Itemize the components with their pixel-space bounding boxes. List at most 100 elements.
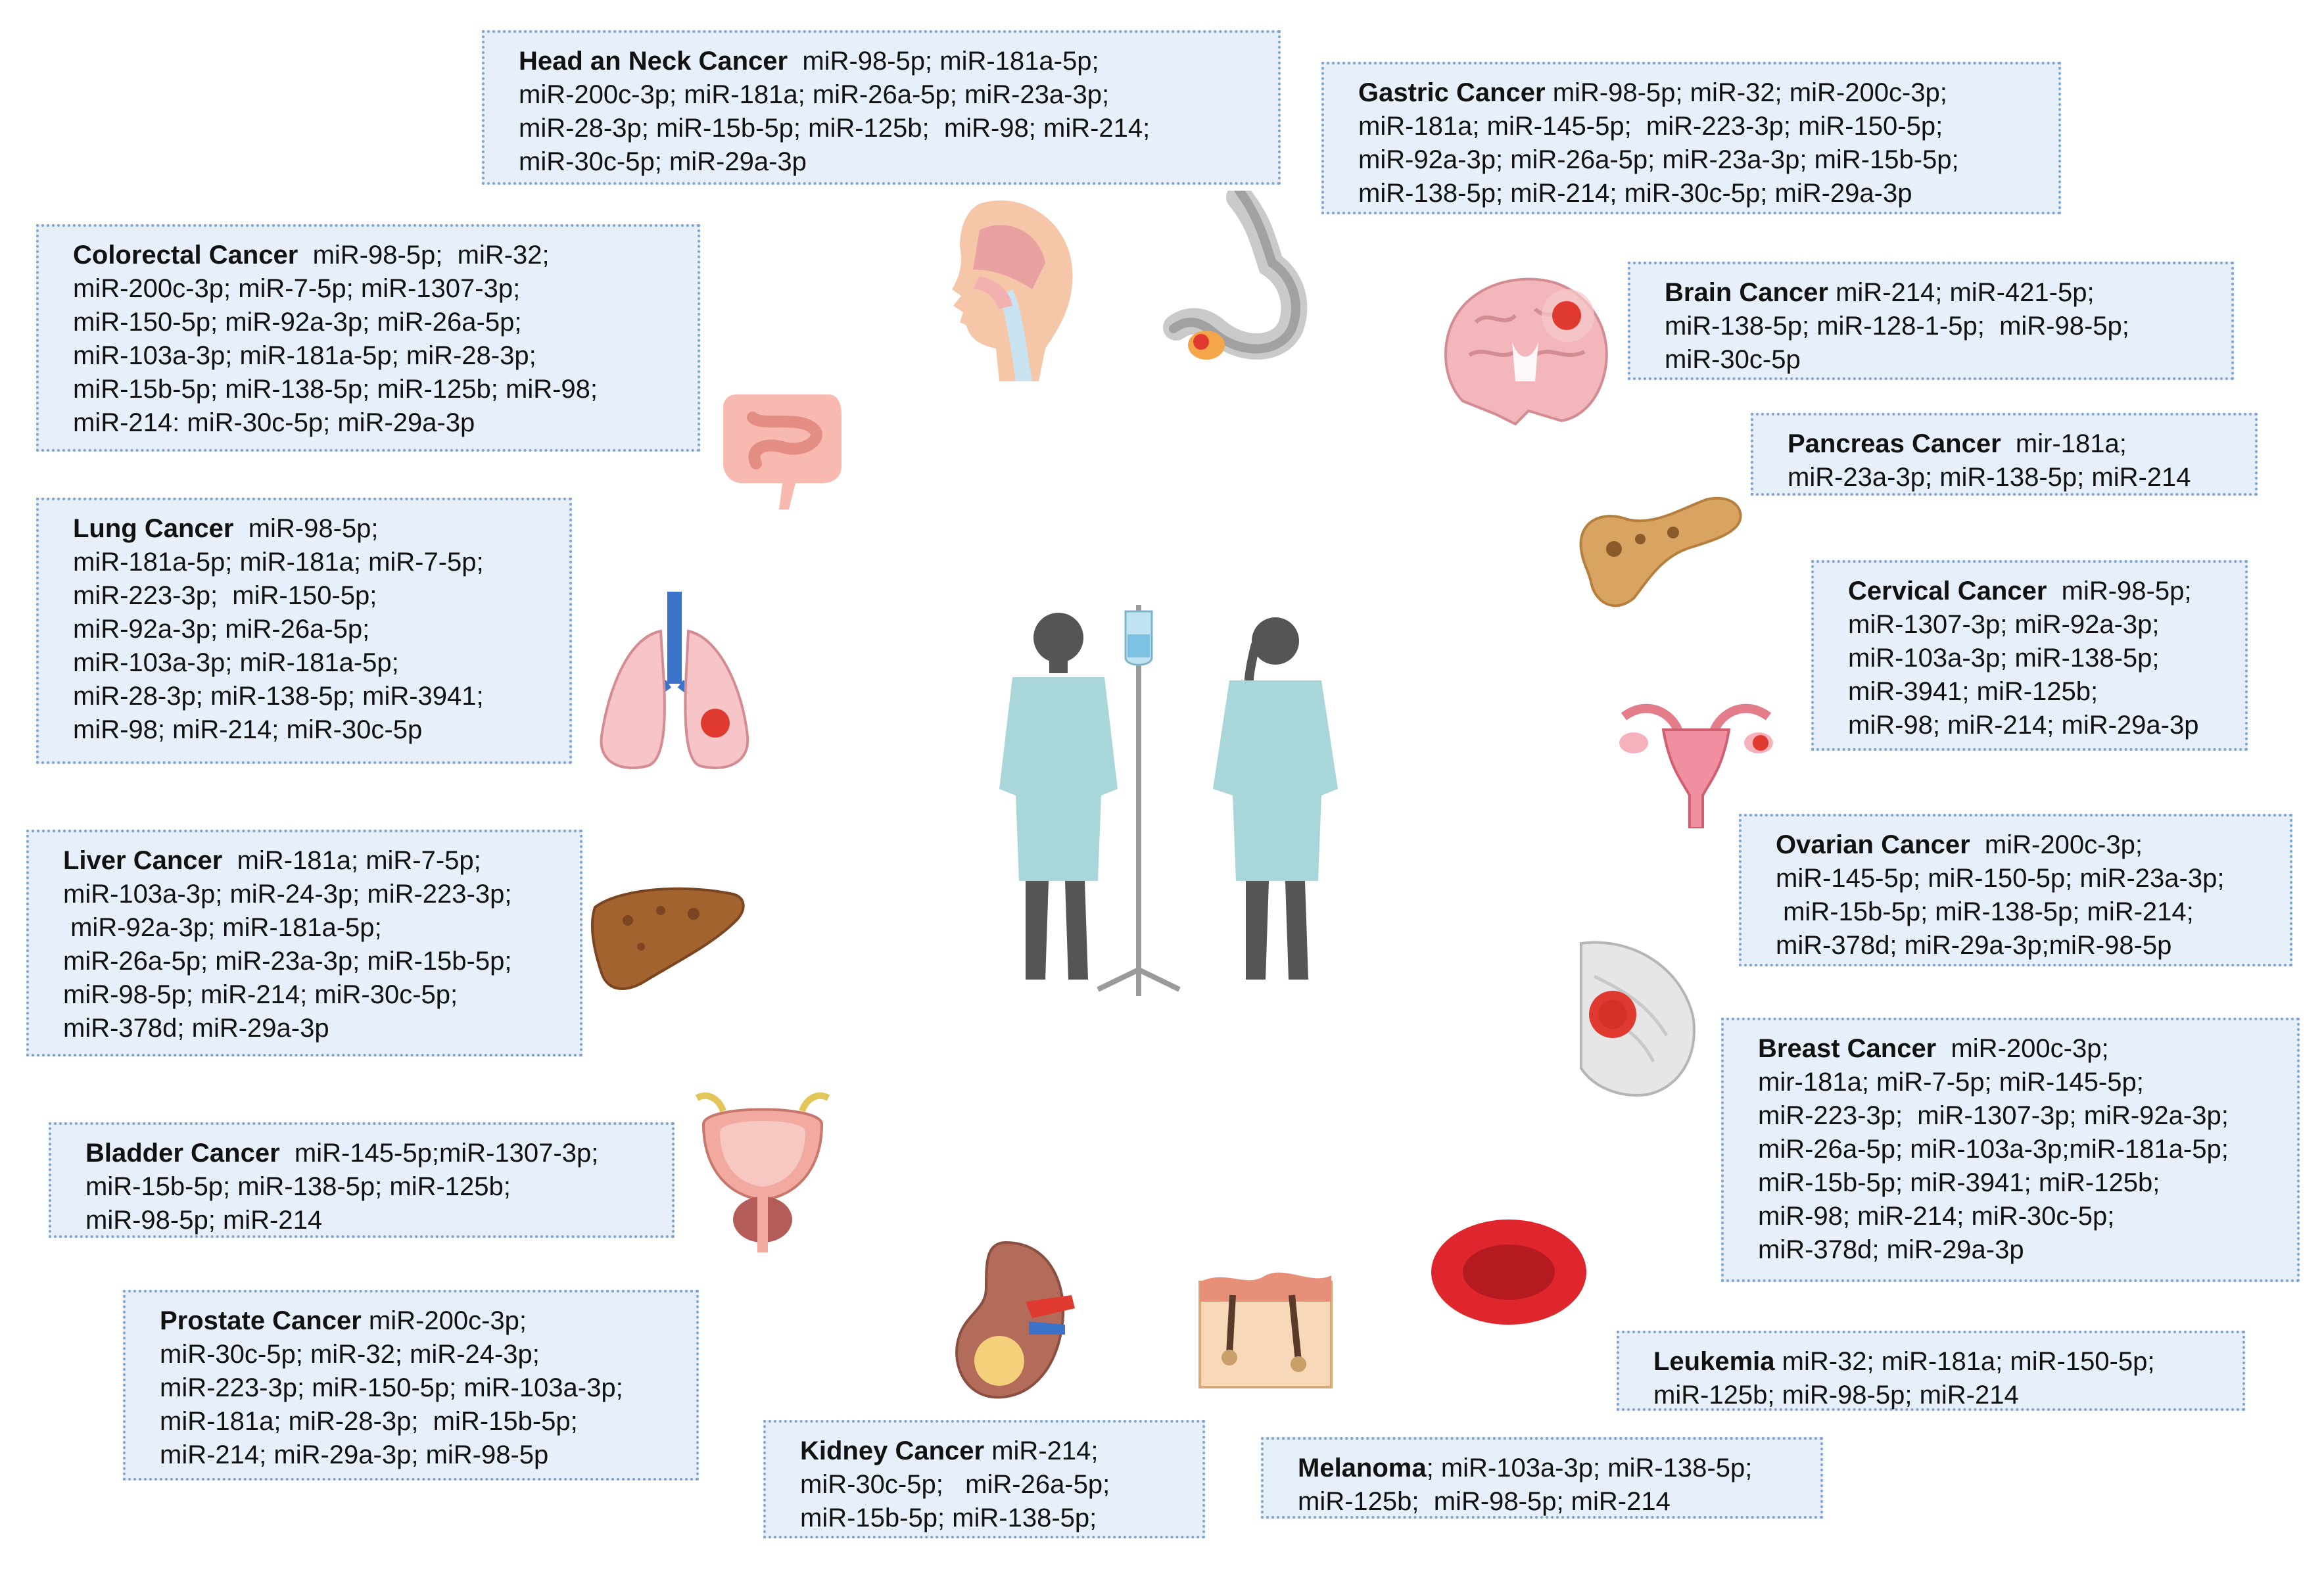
mirna-line: miR-378d; miR-29a-3p xyxy=(63,1014,329,1043)
mirna-line: miR-15b-5p; miR-138-5p; miR-125b; miR-98… xyxy=(73,375,598,404)
mirna-line: miR-200c-3p; miR-7-5p; miR-1307-3p; xyxy=(73,274,521,303)
mirna-line: miR-15b-5p; miR-138-5p; miR-214; xyxy=(1776,897,2194,926)
bladder-box: Bladder Cancer miR-145-5p;miR-1307-3p; m… xyxy=(49,1122,675,1238)
mirna-line: miR-214; miR-29a-3p; miR-98-5p xyxy=(160,1440,549,1469)
kidney-box: Kidney Cancer miR-214; miR-30c-5p; miR-2… xyxy=(763,1420,1205,1538)
mirna-line: miR-3941; miR-125b; xyxy=(1848,677,2099,706)
uterus-icon xyxy=(1619,703,1773,828)
mirna-line: miR-214; xyxy=(984,1436,1099,1465)
lungs-icon xyxy=(600,592,749,769)
mirna-line: miR-378d; miR-29a-3p xyxy=(1758,1235,2024,1264)
head-neck-box: Head an Neck Cancer miR-98-5p; miR-181a-… xyxy=(482,30,1281,185)
mirna-line: miR-103a-3p; miR-181a-5p; miR-28-3p; xyxy=(73,341,536,370)
mirna-line: mir-181a; xyxy=(2001,429,2127,458)
pancreas-box: Pancreas Cancer mir-181a; miR-23a-3p; mi… xyxy=(1751,413,2258,496)
mirna-line: miR-98-5p; miR-181a-5p; xyxy=(788,47,1099,76)
colorectal-box: Colorectal Cancer miR-98-5p; miR-32; miR… xyxy=(36,224,700,452)
mirna-line: miR-103a-3p; miR-138-5p; xyxy=(1848,644,2160,673)
mirna-line: miR-15b-5p; miR-138-5p; miR-125b; xyxy=(85,1172,511,1201)
cancer-name: Ovarian Cancer xyxy=(1776,830,1970,859)
mirna-line: miR-98; miR-214; miR-30c-5p; xyxy=(1758,1202,2115,1231)
mirna-line: miR-1307-3p; miR-92a-3p; xyxy=(1848,610,2160,639)
prostate-box: Prostate Cancer miR-200c-3p; miR-30c-5p;… xyxy=(123,1290,699,1481)
mirna-line: miR-200c-3p; xyxy=(1970,830,2143,859)
mirna-line: miR-98-5p; xyxy=(2047,577,2192,605)
mirna-line: miR-30c-5p xyxy=(1665,345,1801,374)
breast-box: Breast Cancer miR-200c-3p; mir-181a; miR… xyxy=(1721,1018,2300,1282)
mirna-line: miR-103a-3p; miR-181a-5p; xyxy=(73,648,399,677)
cancer-name: Brain Cancer xyxy=(1665,278,1828,307)
mirna-line: miR-200c-3p; miR-181a; miR-26a-5p; miR-2… xyxy=(519,80,1110,109)
mirna-line: miR-92a-3p; miR-26a-5p; miR-23a-3p; miR-… xyxy=(1358,145,1959,174)
leukemia-box: Leukemia miR-32; miR-181a; miR-150-5p; m… xyxy=(1617,1331,2245,1411)
bladder-icon xyxy=(695,1092,830,1252)
mirna-line: miR-98-5p; miR-32; miR-200c-3p; xyxy=(1545,78,1947,107)
mirna-line: mir-181a; miR-7-5p; miR-145-5p; xyxy=(1758,1068,2144,1097)
brain-icon xyxy=(1444,277,1608,426)
intestine-icon xyxy=(723,394,842,510)
mirna-line: miR-30c-5p; miR-29a-3p xyxy=(519,147,807,176)
mirna-line: miR-92a-3p; miR-181a-5p; xyxy=(63,913,382,942)
mirna-line: miR-150-5p; miR-92a-3p; miR-26a-5p; xyxy=(73,308,522,337)
head-neck-icon xyxy=(952,200,1073,381)
mirna-line: miR-32; miR-181a; miR-150-5p; xyxy=(1774,1347,2155,1376)
mirna-line: miR-138-5p; miR-214; miR-30c-5p; miR-29a… xyxy=(1358,179,1912,208)
gastric-box: Gastric Cancer miR-98-5p; miR-32; miR-20… xyxy=(1321,62,2061,214)
cancer-name: Cervical Cancer xyxy=(1848,577,2047,605)
brain-box: Brain Cancer miR-214; miR-421-5p; miR-13… xyxy=(1628,262,2234,380)
mirna-line: miR-98; miR-214; miR-30c-5p xyxy=(73,715,423,744)
mirna-line: miR-181a; miR-28-3p; miR-15b-5p; xyxy=(160,1407,578,1436)
mirna-line: miR-214: miR-30c-5p; miR-29a-3p xyxy=(73,408,475,437)
cancer-name: Head an Neck Cancer xyxy=(519,47,788,76)
mirna-line: miR-200c-3p; xyxy=(1936,1034,2109,1063)
mirna-line: miR-92a-3p; miR-26a-5p; xyxy=(73,615,370,644)
patients-iv-icon xyxy=(999,605,1338,996)
mirna-line: miR-98-5p; xyxy=(233,514,379,543)
ovarian-box: Ovarian Cancer miR-200c-3p; miR-145-5p; … xyxy=(1739,814,2292,966)
pancreas-icon xyxy=(1579,496,1742,607)
mirna-line: miR-378d; miR-29a-3p;miR-98-5p xyxy=(1776,931,2172,960)
skin-icon xyxy=(1198,1272,1333,1388)
liver-icon xyxy=(590,887,745,990)
mirna-line: miR-138-5p; miR-128-1-5p; miR-98-5p; xyxy=(1665,312,2129,341)
mirna-line: miR-223-3p; miR-150-5p; miR-103a-3p; xyxy=(160,1373,623,1402)
mirna-line: miR-223-3p; miR-1307-3p; miR-92a-3p; xyxy=(1758,1101,2229,1130)
mirna-line: miR-98-5p; miR-214 xyxy=(85,1206,323,1235)
mirna-line: miR-103a-3p; miR-24-3p; miR-223-3p; xyxy=(63,880,512,909)
red-blood-cell-icon xyxy=(1431,1220,1586,1325)
mirna-line: miR-145-5p;miR-1307-3p; xyxy=(279,1139,599,1168)
mirna-line: miR-30c-5p; miR-26a-5p; xyxy=(800,1470,1110,1499)
cancer-name: Prostate Cancer xyxy=(160,1306,362,1335)
kidney-icon xyxy=(955,1241,1075,1399)
cancer-name: Lung Cancer xyxy=(73,514,234,543)
cancer-name: Bladder Cancer xyxy=(85,1139,280,1168)
cancer-name: Gastric Cancer xyxy=(1358,78,1546,107)
lung-box: Lung Cancer miR-98-5p; miR-181a-5p; miR-… xyxy=(36,498,572,764)
melanoma-box: Melanoma; miR-103a-3p; miR-138-5p; miR-1… xyxy=(1261,1437,1823,1519)
mirna-line: miR-15b-5p; miR-138-5p; xyxy=(800,1504,1097,1532)
mirna-line: miR-200c-3p; xyxy=(361,1306,527,1335)
cancer-name: Liver Cancer xyxy=(63,846,223,875)
mirna-line: ; miR-103a-3p; miR-138-5p; xyxy=(1426,1454,1753,1482)
mirna-line: miR-98-5p; miR-32; xyxy=(298,241,550,270)
mirna-line: miR-98; miR-214; miR-29a-3p xyxy=(1848,711,2199,740)
mirna-line: miR-214; miR-421-5p; xyxy=(1828,278,2095,307)
cancer-name: Pancreas Cancer xyxy=(1788,429,2001,458)
mirna-line: miR-181a; miR-145-5p; miR-223-3p; miR-15… xyxy=(1358,112,1943,141)
mirna-line: miR-26a-5p; miR-103a-3p;miR-181a-5p; xyxy=(1758,1135,2229,1164)
mirna-line: miR-26a-5p; miR-23a-3p; miR-15b-5p; xyxy=(63,947,512,976)
mirna-line: miR-28-3p; miR-15b-5p; miR-125b; miR-98;… xyxy=(519,114,1150,143)
mirna-line: miR-125b; miR-98-5p; miR-214 xyxy=(1298,1487,1671,1516)
cancer-name: Melanoma xyxy=(1298,1454,1427,1482)
mirna-line: miR-23a-3p; miR-138-5p; miR-214 xyxy=(1788,463,2191,492)
mirna-line: miR-223-3p; miR-150-5p; xyxy=(73,581,377,610)
cancer-name: Kidney Cancer xyxy=(800,1436,985,1465)
mirna-line: miR-125b; miR-98-5p; miR-214 xyxy=(1653,1381,2019,1410)
cancer-name: Breast Cancer xyxy=(1758,1034,1937,1063)
liver-box: Liver Cancer miR-181a; miR-7-5p; miR-103… xyxy=(26,830,582,1056)
mirna-line: miR-181a-5p; miR-181a; miR-7-5p; xyxy=(73,548,484,577)
cervical-box: Cervical Cancer miR-98-5p; miR-1307-3p; … xyxy=(1811,560,2248,751)
mirna-line: miR-98-5p; miR-214; miR-30c-5p; xyxy=(63,980,458,1009)
mirna-line: miR-145-5p; miR-150-5p; miR-23a-3p; xyxy=(1776,864,2225,893)
mirna-line: miR-15b-5p; miR-3941; miR-125b; xyxy=(1758,1168,2160,1197)
